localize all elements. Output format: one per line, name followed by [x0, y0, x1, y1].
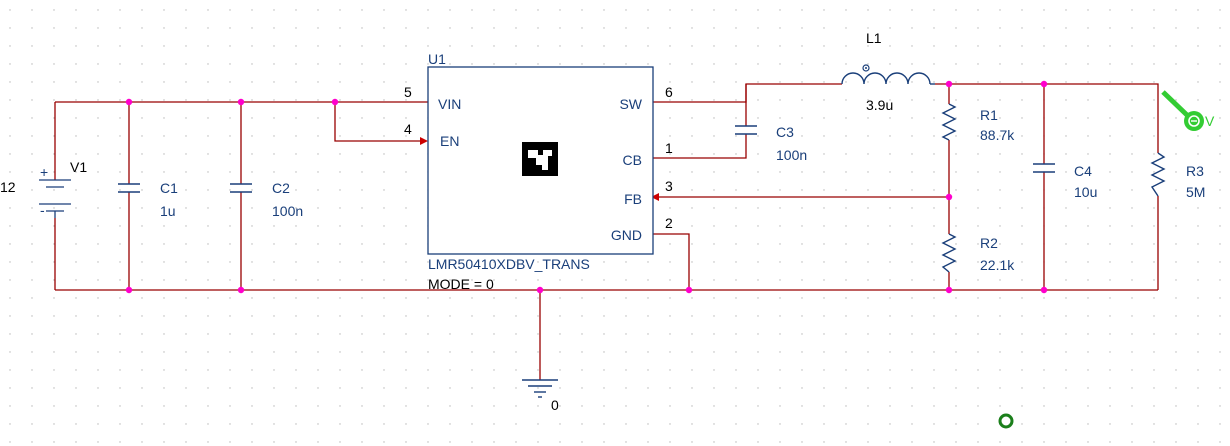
c1-value: 1u: [160, 203, 176, 219]
wire-c3[interactable]: [653, 84, 747, 159]
v1-ref: V1: [70, 159, 87, 175]
v1-symbol[interactable]: [39, 179, 71, 218]
ground-label: 0: [551, 397, 559, 413]
u1-ref: U1: [428, 51, 446, 67]
marker-icon[interactable]: [998, 413, 1014, 429]
c1-ref: C1: [160, 180, 178, 196]
junction-dot: [685, 286, 693, 294]
wire-gnd-pin[interactable]: [653, 233, 690, 290]
probe-letter: V: [1205, 113, 1215, 129]
voltage-probe-icon[interactable]: [1161, 90, 1204, 131]
wire-vout[interactable]: [935, 83, 1159, 290]
v1-plus-sign: +: [40, 164, 48, 180]
pin-gnd-name: GND: [611, 227, 642, 243]
u1-param: MODE = 0: [428, 276, 494, 292]
r1-ref: R1: [980, 107, 998, 123]
junction-dot: [1040, 286, 1048, 294]
v1-minus-sign: -: [40, 202, 45, 218]
junctions: [125, 80, 1048, 294]
u1-part: LMR50410XDBV_TRANS: [428, 256, 590, 272]
c3-value: 100n: [776, 147, 807, 163]
junction-dot: [125, 286, 133, 294]
ti-logo-icon: [522, 142, 558, 176]
c4-ref: C4: [1074, 163, 1092, 179]
r2-symbol[interactable]: [941, 233, 957, 273]
pin-en-name: EN: [440, 133, 459, 149]
pin-cb-number: 1: [665, 140, 673, 156]
l1-dot-icon: [862, 64, 870, 72]
junction-dot: [945, 286, 953, 294]
pin-sw-number: 6: [665, 84, 673, 100]
pin-gnd-number: 2: [665, 215, 673, 231]
pin-fb-number: 3: [665, 178, 673, 194]
junction-dot: [237, 286, 245, 294]
r1-value: 88.7k: [980, 127, 1015, 143]
en-arrow: [420, 137, 428, 145]
junction-dot: [536, 286, 544, 294]
l1-symbol[interactable]: [841, 72, 935, 85]
ground-symbol[interactable]: [522, 379, 558, 398]
junction-dot: [945, 80, 953, 88]
c2-ref: C2: [272, 180, 290, 196]
junction-dot: [945, 193, 953, 201]
c3-symbol[interactable]: [735, 125, 757, 135]
c2-symbol[interactable]: [230, 183, 252, 193]
wire-en[interactable]: [334, 102, 422, 142]
pin-cb-name: CB: [623, 152, 642, 168]
wire-sw[interactable]: [653, 83, 842, 103]
r2-value: 22.1k: [980, 257, 1015, 273]
r3-ref: R3: [1186, 163, 1204, 179]
pin-sw-name: SW: [619, 96, 642, 112]
v1-value: 12: [0, 179, 16, 195]
r3-symbol[interactable]: [1150, 152, 1166, 197]
c1-symbol[interactable]: [118, 183, 140, 193]
junction-dot: [125, 98, 133, 106]
l1-ref: L1: [866, 30, 882, 46]
junction-dot: [331, 98, 339, 106]
c3-ref: C3: [776, 124, 794, 140]
c2-value: 100n: [272, 203, 303, 219]
r3-value: 5M: [1186, 184, 1205, 200]
c4-value: 10u: [1074, 184, 1097, 200]
c4-symbol[interactable]: [1033, 163, 1055, 173]
pin-en-number: 4: [404, 121, 412, 137]
r2-ref: R2: [980, 235, 998, 251]
junction-dot: [237, 98, 245, 106]
l1-value: 3.9u: [866, 97, 893, 113]
junction-dot: [1040, 80, 1048, 88]
pin-fb-name: FB: [624, 191, 642, 207]
pin-vin-number: 5: [404, 84, 412, 100]
r1-symbol[interactable]: [941, 103, 957, 141]
pin-vin-name: VIN: [438, 96, 461, 112]
fb-arrow: [651, 193, 659, 201]
